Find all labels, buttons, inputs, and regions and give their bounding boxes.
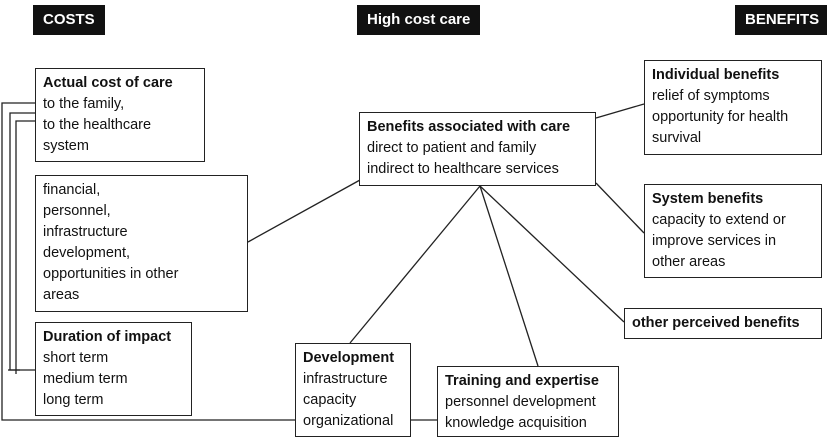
duration-title: Duration of impact bbox=[43, 329, 172, 345]
individual-benefits-box: Individual benefits relief of symptoms o… bbox=[644, 60, 822, 155]
system-benefits-line: improve services in bbox=[652, 233, 777, 249]
benefits-header: BENEFITS bbox=[735, 5, 827, 35]
training-line: knowledge acquisition bbox=[445, 415, 587, 431]
system-benefits-title: System benefits bbox=[652, 191, 764, 207]
connector-benefits-training bbox=[479, 185, 539, 367]
system-benefits-line: capacity to extend or bbox=[652, 212, 786, 228]
individual-benefits-title: Individual benefits bbox=[652, 67, 780, 83]
development-line: organizational bbox=[303, 413, 394, 429]
development-line: capacity bbox=[303, 392, 357, 408]
cost-type-line: infrastructure bbox=[43, 224, 128, 240]
training-line: personnel development bbox=[445, 394, 596, 410]
training-box: Training and expertise personnel develop… bbox=[437, 366, 619, 437]
training-title: Training and expertise bbox=[445, 373, 599, 389]
benefits-care-title: Benefits associated with care bbox=[367, 119, 571, 135]
other-benefits-title: other perceived benefits bbox=[632, 315, 800, 331]
system-benefits-box: System benefits capacity to extend or im… bbox=[644, 184, 822, 278]
individual-benefits-line: opportunity for health bbox=[652, 109, 789, 125]
benefits-care-box: Benefits associated with care direct to … bbox=[359, 112, 596, 186]
costs-header: COSTS bbox=[33, 5, 105, 35]
cost-type-line: areas bbox=[43, 287, 80, 303]
cost-type-line: financial, bbox=[43, 182, 101, 198]
duration-line: medium term bbox=[43, 371, 128, 387]
duration-line: short term bbox=[43, 350, 109, 366]
high-cost-care-header: High cost care bbox=[357, 5, 481, 35]
connector-left-bracket-mid bbox=[9, 112, 36, 371]
benefits-care-line: indirect to healthcare services bbox=[367, 161, 559, 177]
duration-box: Duration of impact short term medium ter… bbox=[35, 322, 192, 416]
connector-costtypes-benefits bbox=[247, 179, 361, 243]
development-box: Development infrastructure capacity orga… bbox=[295, 343, 411, 437]
connector-benefits-development bbox=[349, 185, 481, 344]
connector-left-bracket-inner bbox=[15, 120, 36, 374]
individual-benefits-line: survival bbox=[652, 130, 702, 146]
development-line: infrastructure bbox=[303, 371, 388, 387]
system-benefits-line: other areas bbox=[652, 254, 726, 270]
connector-benefits-other bbox=[479, 185, 625, 323]
connector-benefits-system bbox=[595, 182, 645, 234]
actual-cost-title: Actual cost of care bbox=[43, 75, 173, 91]
cost-type-line: development, bbox=[43, 245, 131, 261]
actual-cost-box: Actual cost of care to the family, to th… bbox=[35, 68, 205, 162]
development-title: Development bbox=[303, 350, 395, 366]
connector-benefits-individual bbox=[595, 103, 645, 119]
cost-types-box: financial, personnel, infrastructure dev… bbox=[35, 175, 248, 312]
actual-cost-line: system bbox=[43, 138, 89, 154]
other-benefits-box: other perceived benefits bbox=[624, 308, 822, 339]
cost-type-line: personnel, bbox=[43, 203, 111, 219]
connector-left-bracket-outer bbox=[1, 102, 440, 421]
cost-type-line: opportunities in other bbox=[43, 266, 179, 282]
individual-benefits-line: relief of symptoms bbox=[652, 88, 770, 104]
actual-cost-line: to the family, bbox=[43, 96, 125, 112]
benefits-care-line: direct to patient and family bbox=[367, 140, 537, 156]
actual-cost-line: to the healthcare bbox=[43, 117, 152, 133]
duration-line: long term bbox=[43, 392, 104, 408]
